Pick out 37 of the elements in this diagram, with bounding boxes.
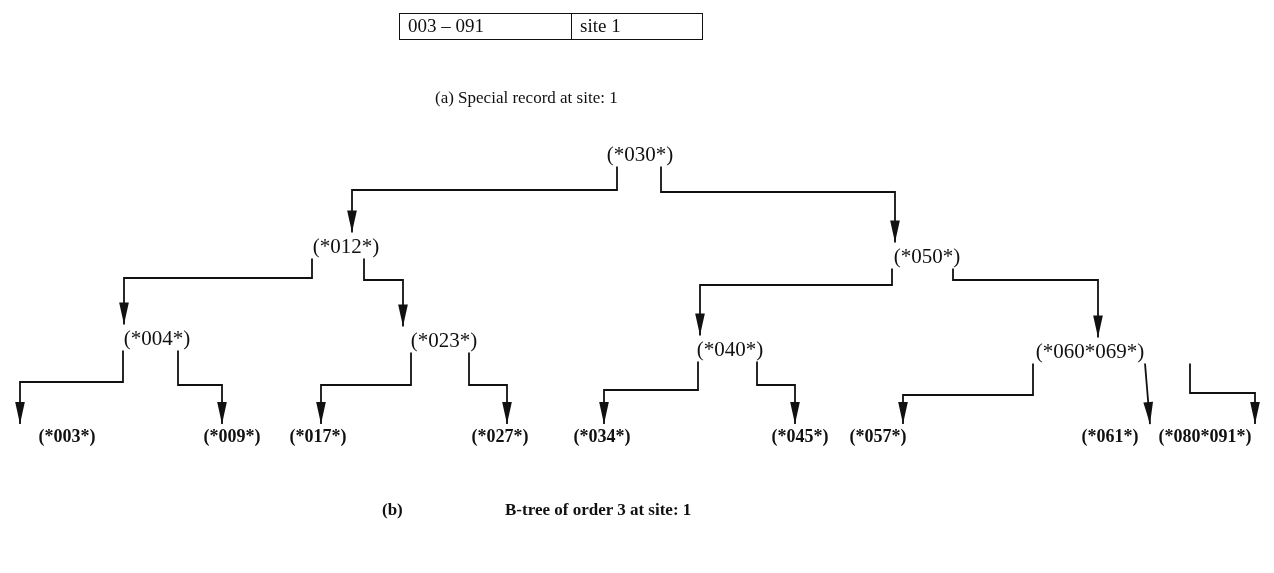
tree-node-label: (*057*) [849,427,907,447]
arrow [599,360,699,425]
arrow [898,362,1034,425]
record-table [399,13,703,40]
arrow [695,267,893,337]
tree-node-label: (*023*) [410,329,478,353]
arrow [952,267,1103,339]
arrow [347,165,618,234]
arrow [119,257,313,326]
tree-node-label: (*030*) [606,143,674,167]
table-cell-text: 003 – 091 [407,14,485,38]
tree-node-label: (*050*) [893,245,961,269]
tree-node-label: (*060*069*) [1035,340,1145,364]
tree-node-label: (*034*) [573,427,631,447]
arrow [316,351,412,425]
caption: B-tree of order 3 at site: 1 [505,500,692,520]
arrow [1143,362,1153,425]
tree-node-label: (*003*) [38,427,96,447]
arrow [1189,362,1260,425]
tree-node-label: (*012*) [312,235,380,259]
caption: (a) Special record at site: 1 [435,88,618,108]
arrow [15,349,124,425]
arrow [177,349,227,425]
arrow [363,257,408,328]
tree-node-label: (*009*) [203,427,261,447]
tree-node-label: (*040*) [696,338,764,362]
tree-node-label: (*004*) [123,327,191,351]
tree-node-label: (*017*) [289,427,347,447]
tree-node-label: (*061*) [1081,427,1139,447]
caption: (b) [382,500,403,520]
tree-node-label: (*045*) [771,427,829,447]
arrow [660,165,900,244]
tree-node-label: (*027*) [471,427,529,447]
arrow [756,360,800,425]
tree-node-label: (*080*091*) [1158,427,1252,447]
arrow [468,351,512,425]
table-cell: site 1 [571,14,702,39]
